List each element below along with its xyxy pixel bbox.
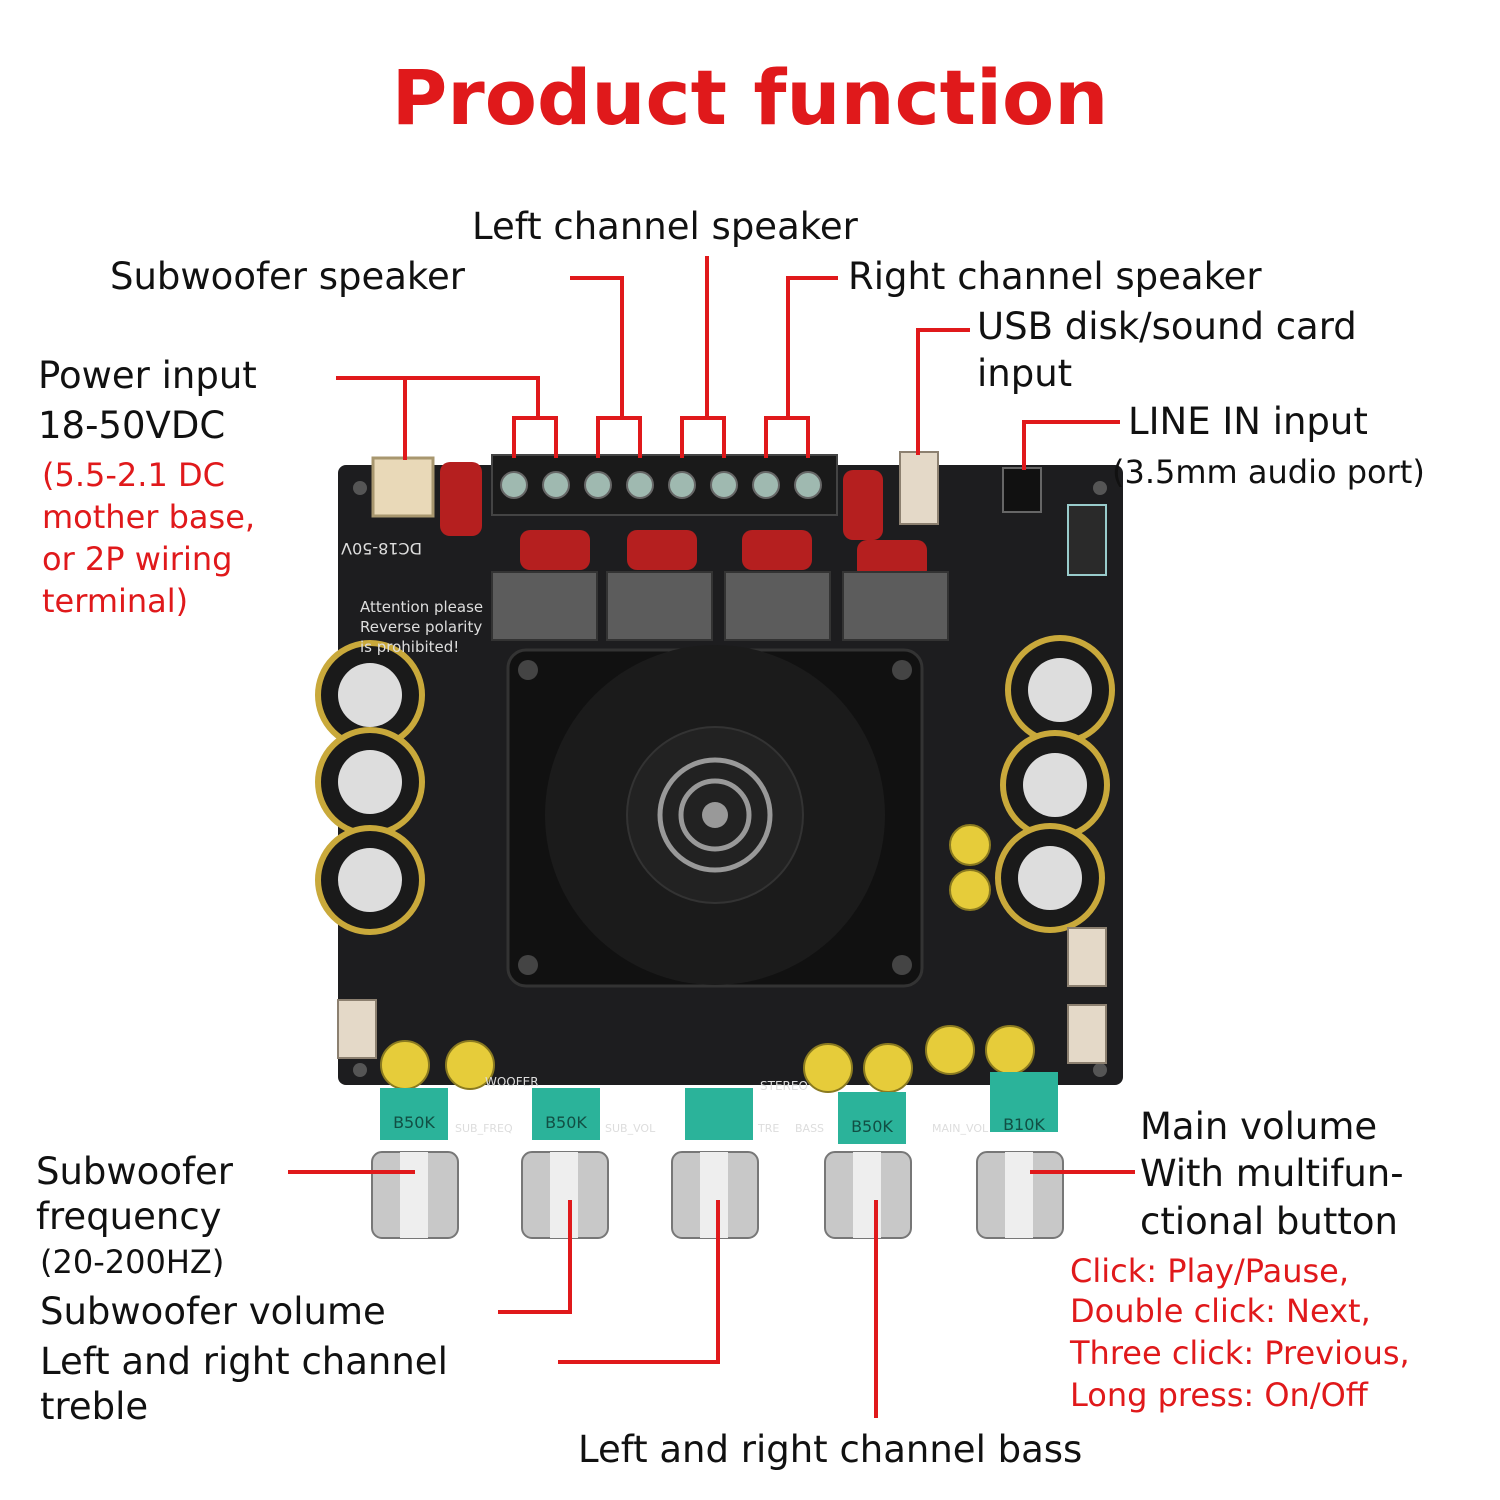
- label-subwoofer-speaker: Subwoofer speaker: [110, 255, 466, 298]
- label-main-note-line4: Long press: On/Off: [1070, 1376, 1368, 1414]
- inductors: [491, 571, 949, 641]
- pot-label: MAIN_VOL: [932, 1122, 989, 1135]
- line-in-jack: [1002, 467, 1042, 513]
- pot-value-sub-freq: B50K: [393, 1113, 435, 1132]
- label-power-input-line1: Power input: [38, 354, 257, 397]
- pot-label: SUB_VOL: [605, 1122, 656, 1135]
- label-treble-line1: Left and right channel: [40, 1340, 448, 1383]
- label-sub-frequency-line3: (20-200HZ): [40, 1243, 225, 1281]
- label-usb-input-line1: USB disk/sound card: [977, 305, 1357, 348]
- label-subwoofer-volume: Subwoofer volume: [40, 1290, 386, 1333]
- label-right-channel-speaker: Right channel speaker: [848, 255, 1262, 298]
- cooling-fan: [506, 645, 924, 988]
- board-power-marking: DC18-50V: [341, 539, 422, 558]
- label-power-note-line2: mother base,: [42, 498, 256, 536]
- label-power-note-line4: terminal): [42, 582, 189, 620]
- label-usb-input-line2: input: [977, 352, 1073, 395]
- pot-label: SUB_FREQ: [455, 1122, 513, 1135]
- label-main-volume-line1: Main volume: [1140, 1105, 1378, 1148]
- board-warning-line: Reverse polarity: [360, 618, 482, 636]
- pot-value-main-vol: B10K: [1003, 1115, 1045, 1134]
- label-power-note-line3: or 2P wiring: [42, 540, 233, 578]
- board-warning-line: Attention please: [360, 598, 483, 616]
- board-woofer-marking: WOOFER: [485, 1075, 539, 1089]
- dc-power-jack: [371, 456, 435, 518]
- potentiometers: [380, 1072, 1058, 1144]
- pot-label: TRE: [757, 1122, 779, 1135]
- board-warning-line: is prohibited!: [360, 638, 459, 656]
- page-title: Product function: [391, 53, 1109, 142]
- electrolytic-capacitors: [315, 635, 1115, 935]
- label-left-channel-speaker: Left channel speaker: [472, 205, 858, 248]
- speaker-terminal-block: [491, 454, 838, 516]
- pot-label: BASS: [795, 1122, 824, 1135]
- pot-value-sub-vol: B50K: [545, 1113, 587, 1132]
- label-power-note-line1: (5.5-2.1 DC: [42, 456, 225, 494]
- label-main-volume-line3: ctional button: [1140, 1200, 1398, 1243]
- label-sub-frequency-line2: frequency: [36, 1195, 222, 1238]
- film-capacitor: [843, 470, 883, 540]
- label-main-note-line2: Double click: Next,: [1070, 1292, 1371, 1330]
- label-treble-line2: treble: [40, 1385, 149, 1428]
- pot-value-bass: B50K: [851, 1117, 893, 1136]
- label-bass: Left and right channel bass: [578, 1428, 1083, 1471]
- label-line-in-line1: LINE IN input: [1128, 400, 1368, 443]
- label-main-note-line3: Three click: Previous,: [1070, 1334, 1410, 1372]
- label-main-volume-line2: With multifun-: [1140, 1152, 1404, 1195]
- leader-lines: [288, 256, 1135, 1418]
- board-stereo-marking: STEREO: [760, 1079, 808, 1093]
- film-capacitor: [440, 462, 482, 536]
- label-power-input-line2: 18-50VDC: [38, 404, 226, 447]
- label-line-in-line2: (3.5mm audio port): [1112, 453, 1425, 491]
- label-sub-frequency-line1: Subwoofer: [36, 1150, 233, 1193]
- label-main-note-line1: Click: Play/Pause,: [1070, 1252, 1349, 1290]
- usb-connector: [899, 451, 939, 525]
